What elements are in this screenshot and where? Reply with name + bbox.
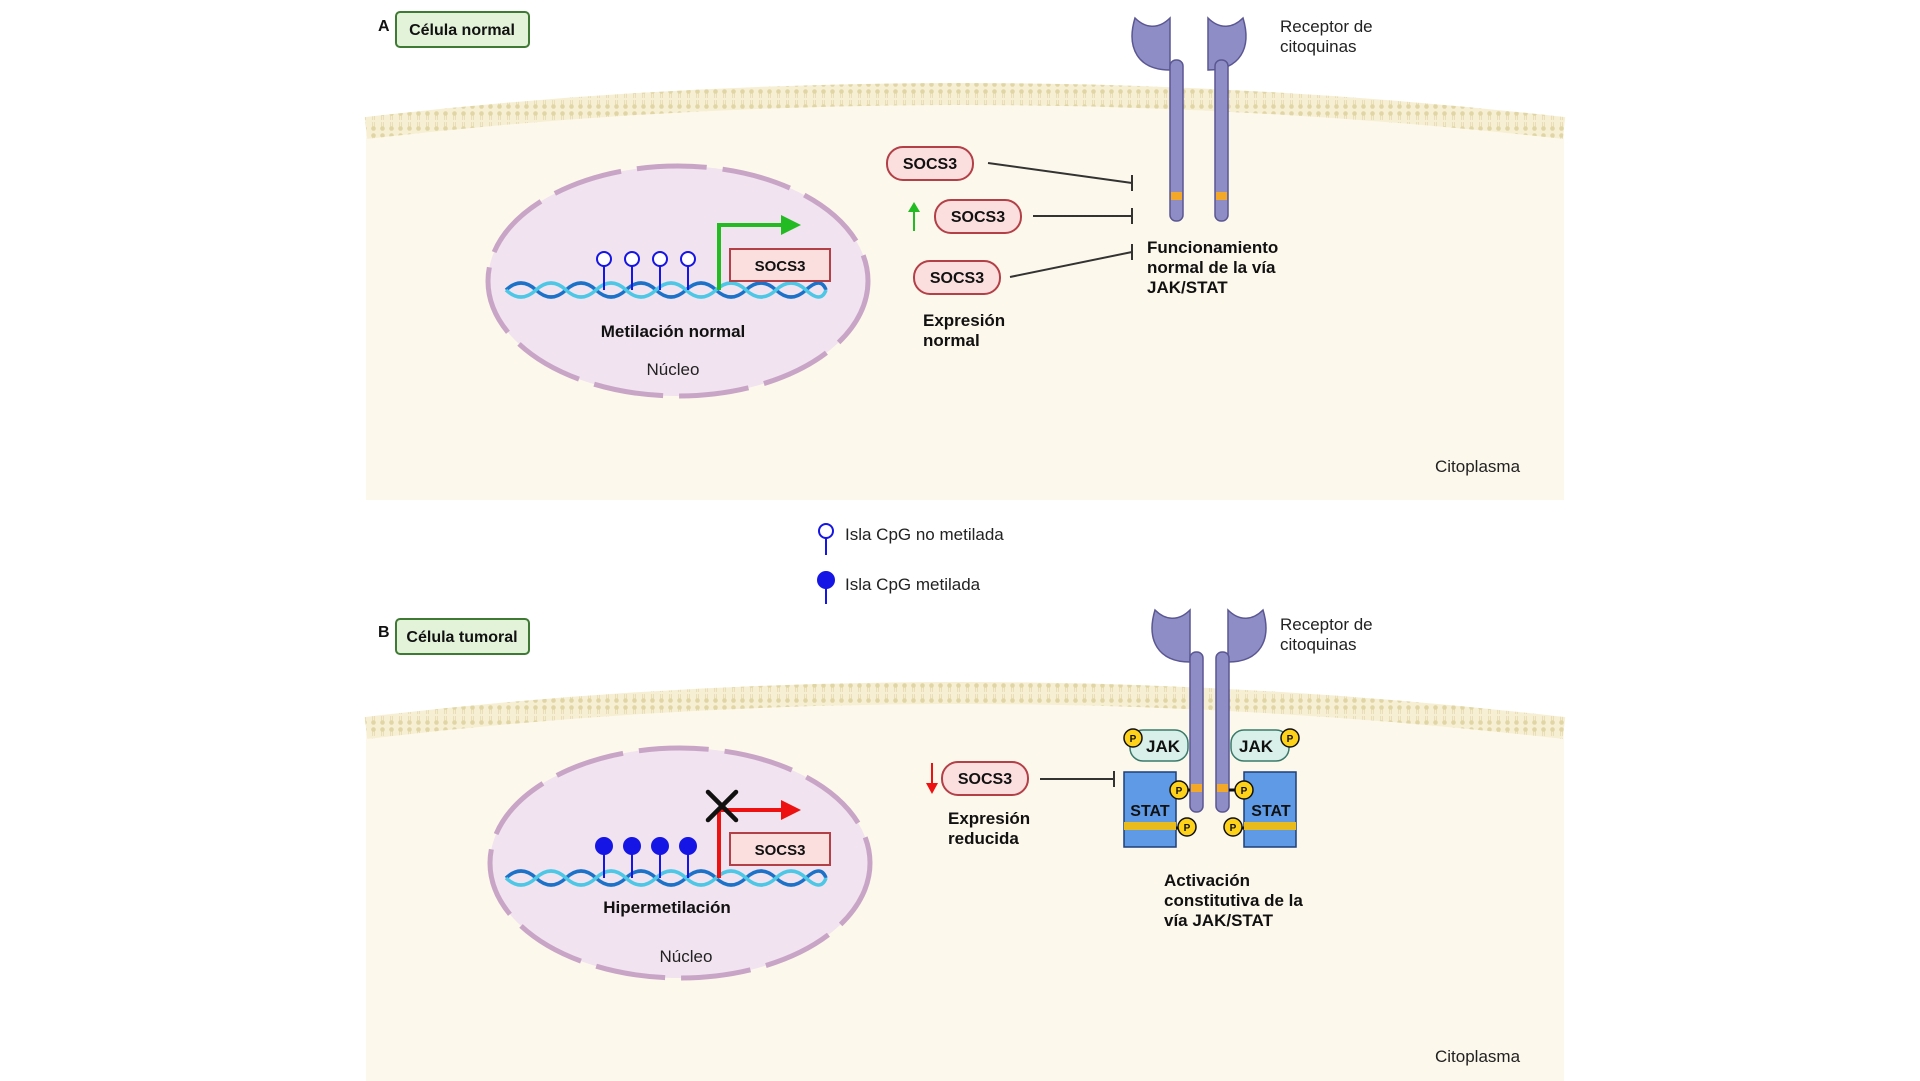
jak-left: JAK (1129, 729, 1189, 762)
badge-normal-cell (395, 11, 530, 48)
inhibition-line-b (1040, 771, 1115, 787)
inhibition-lines-a (987, 162, 1133, 278)
cpg-unmethylated-icon (680, 251, 696, 290)
pathway-normal-label: Funcionamiento normal de la vía JAK/STAT (1147, 238, 1283, 297)
receptor-a-label: Receptor de citoquinas (1280, 17, 1377, 56)
phospho-site-icon: P (1280, 728, 1300, 748)
phospho-site-icon: P (1123, 728, 1143, 748)
panel-b-letter: B (378, 624, 390, 641)
cpg-unmethylated-icon (596, 251, 612, 290)
cytoplasm-a-label: Citoplasma (1435, 457, 1521, 476)
pathway-constitutive-label: Activación constitutiva de la vía JAK/ST… (1164, 871, 1308, 930)
cpg-unmethylated-icon (624, 251, 640, 290)
nucleus-a-label: Núcleo (647, 360, 700, 379)
down-arrow-icon (926, 763, 938, 794)
cpg-unmethylated-icon (652, 251, 668, 290)
membrane-a (364, 83, 1566, 139)
legend-unmethylated-label: Isla CpG no metilada (845, 525, 1004, 544)
svg-text:P: P (1176, 786, 1183, 797)
up-arrow-icon (908, 202, 920, 231)
receptor-b-label: Receptor de citoquinas (1280, 615, 1377, 654)
svg-text:SOCS3: SOCS3 (930, 270, 984, 287)
cpg-unmethylated-legend-icon (818, 523, 834, 555)
svg-text:P: P (1230, 823, 1237, 834)
nucleus-b-label: Núcleo (660, 947, 713, 966)
cpg-methylated-legend-icon (817, 571, 835, 604)
socs3-gene-b (729, 832, 831, 866)
block-x-icon (705, 789, 739, 823)
badge-tumor-cell-label: Célula tumoral (406, 629, 517, 646)
badge-normal-cell-label: Célula normal (409, 22, 515, 39)
socs3-protein-2: SOCS3 (934, 199, 1022, 234)
dna-helix-a (504, 281, 828, 299)
svg-text:JAK: JAK (1239, 737, 1274, 756)
svg-text:STAT: STAT (1251, 803, 1291, 820)
phospho-site-icon: P (1169, 780, 1189, 800)
badge-tumor-cell (395, 618, 530, 655)
panel-a-letter: A (378, 18, 390, 35)
dna-helix-b (504, 869, 828, 887)
nucleus-b (487, 745, 873, 981)
svg-text:P: P (1184, 823, 1191, 834)
stat-left: STAT (1123, 771, 1177, 848)
phospho-site-icon: P (1177, 817, 1197, 837)
svg-text:P: P (1287, 734, 1294, 745)
stat-right: STAT (1243, 771, 1297, 848)
hypermethylation-label: Hipermetilación (603, 898, 731, 917)
transcription-arrow-active (717, 215, 801, 290)
svg-text:JAK: JAK (1146, 737, 1181, 756)
membrane-b (364, 682, 1566, 739)
cpg-methylated-icon (623, 837, 641, 878)
socs3-protein-1: SOCS3 (886, 146, 974, 181)
legend: Isla CpG no metilada Isla CpG metilada (817, 523, 1004, 604)
panel-b: B Célula tumoral SOCS3 Hipermetilación N… (364, 608, 1566, 1081)
panel-a: A Célula normal SOCS3 Metilación normal … (364, 11, 1566, 500)
cpg-methylated-group (595, 837, 697, 878)
methylation-normal-label: Metilación normal (601, 322, 746, 341)
socs3-protein-b: SOCS3 (941, 761, 1029, 796)
socs3-gene-b-label: SOCS3 (755, 842, 806, 859)
legend-methylated-label: Isla CpG metilada (845, 575, 981, 594)
expression-normal-label: Expresión normal (923, 311, 1010, 350)
cpg-methylated-icon (651, 837, 669, 878)
socs3-gene-a (729, 248, 831, 282)
cpg-methylated-icon (679, 837, 697, 878)
phospho-site-icon: P (1234, 780, 1254, 800)
cpg-methylated-icon (595, 837, 613, 878)
cpg-unmethylated-group (596, 251, 696, 290)
svg-text:SOCS3: SOCS3 (958, 771, 1012, 788)
svg-text:SOCS3: SOCS3 (951, 209, 1005, 226)
cytoplasm-b-label: Citoplasma (1435, 1047, 1521, 1066)
cytokine-receptor-b (1151, 608, 1267, 813)
socs3-gene-a-label: SOCS3 (755, 258, 806, 275)
cytokine-receptor-a (1131, 16, 1247, 222)
socs3-protein-3: SOCS3 (913, 260, 1001, 295)
expression-reduced-label: Expresión reducida (948, 809, 1035, 848)
svg-text:SOCS3: SOCS3 (903, 156, 957, 173)
svg-text:P: P (1241, 786, 1248, 797)
phospho-site-icon: P (1223, 817, 1243, 837)
svg-text:P: P (1130, 734, 1137, 745)
svg-text:STAT: STAT (1130, 803, 1170, 820)
jak-right: JAK (1230, 729, 1290, 762)
